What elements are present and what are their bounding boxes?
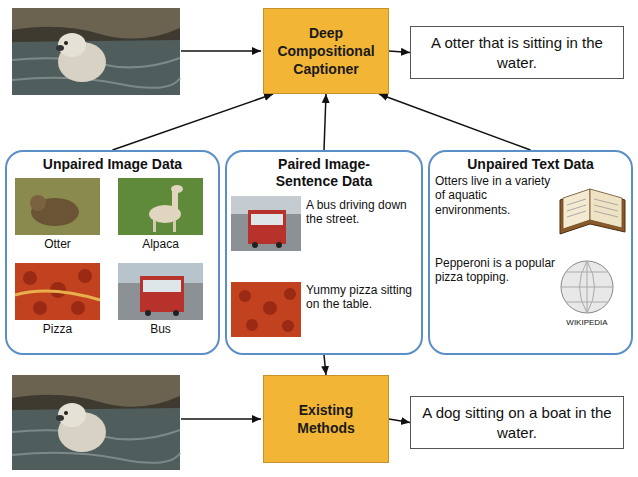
otter-photo	[12, 375, 180, 470]
sentence-text: A bus driving down the street.	[306, 198, 418, 227]
flow-arrow	[324, 94, 326, 150]
otter-photo	[12, 8, 180, 95]
node-title: Existing Methods	[270, 401, 382, 437]
node-title: A otter that is sitting in the water.	[419, 33, 615, 72]
bus-thumbnail	[118, 263, 203, 320]
pizza-thumbnail	[15, 263, 100, 320]
node-title: A dog sitting on a boat in the water.	[419, 403, 615, 442]
model-box: Existing Methods	[263, 375, 389, 463]
book-icon	[560, 189, 625, 234]
flow-arrow	[389, 51, 410, 53]
data-panel: Paired Image-Sentence Data	[225, 150, 423, 355]
wikipedia-globe	[561, 261, 613, 313]
image-label: Pizza	[15, 322, 100, 336]
logo-text: WIKIPEDIA	[552, 318, 622, 328]
otter-thumbnail	[15, 178, 100, 235]
node-title: Deep Compositional Captioner	[270, 24, 382, 79]
corpus-text: Pepperoni is a popular pizza topping.	[435, 256, 557, 285]
image-label: Bus	[118, 322, 203, 336]
pizza-photo	[231, 282, 301, 337]
image-label: Alpaca	[118, 237, 203, 251]
caption-box: A dog sitting on a boat in the water.	[410, 396, 624, 449]
flow-arrow	[324, 355, 326, 375]
alpaca-thumbnail	[118, 178, 203, 235]
input-arrow	[181, 50, 261, 52]
node-title: Unpaired Text Data	[433, 156, 628, 173]
flow-arrow	[379, 94, 531, 150]
model-box: Deep Compositional Captioner	[263, 8, 389, 94]
flow-arrow	[113, 94, 274, 150]
node-title: Paired Image-Sentence Data	[259, 156, 389, 190]
caption-box: A otter that is sitting in the water.	[410, 26, 624, 79]
input-arrow	[181, 418, 261, 420]
image-label: Otter	[15, 237, 100, 251]
corpus-text: Otters live in a variety of aquatic envi…	[435, 174, 553, 217]
node-title: Unpaired Image Data	[13, 156, 213, 173]
bus-photo	[231, 196, 301, 251]
sentence-text: Yummy pizza sitting on the table.	[306, 283, 418, 312]
flow-arrow	[389, 419, 410, 423]
data-panel: Unpaired Image Data	[5, 150, 220, 355]
